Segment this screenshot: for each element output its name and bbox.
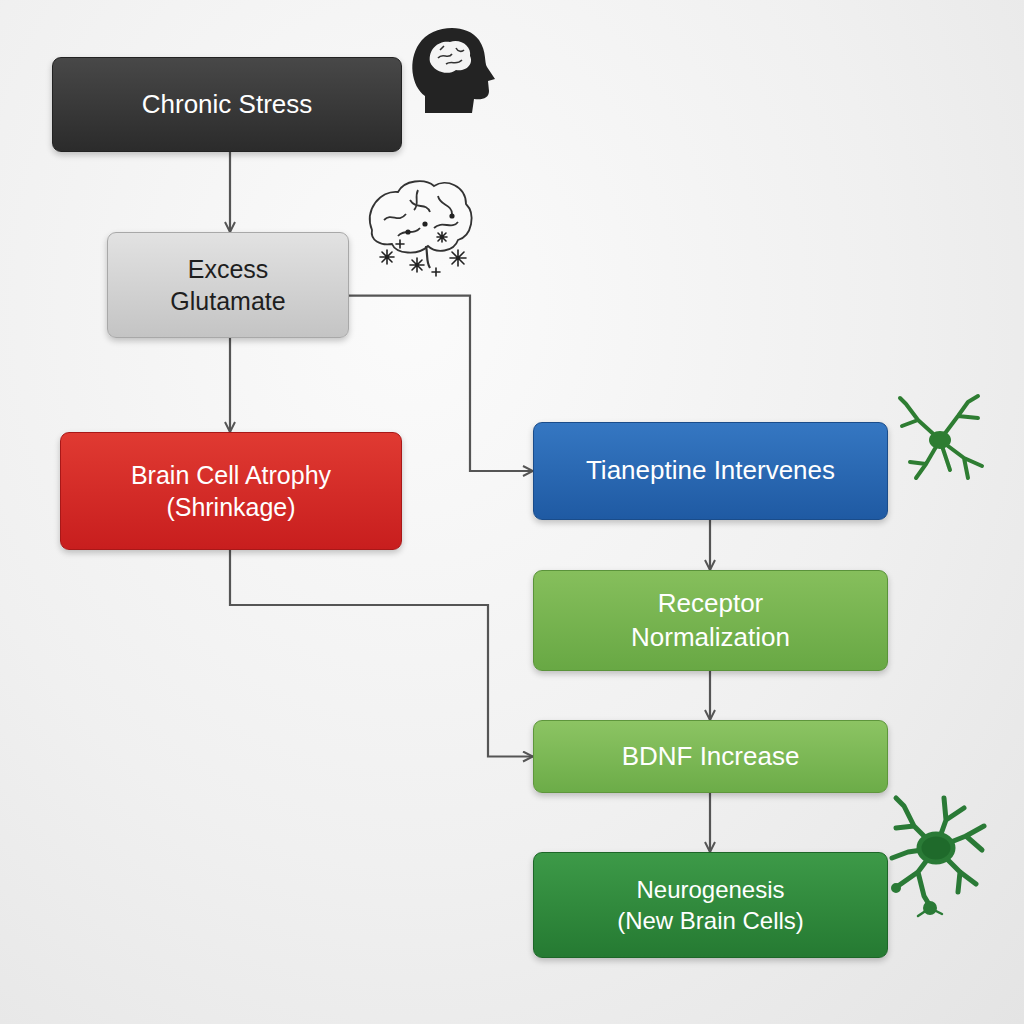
- node-label: Brain Cell Atrophy (Shrinkage): [101, 459, 361, 524]
- brain-icon: [370, 181, 472, 268]
- atrophy-box: Brain Cell Atrophy (Shrinkage): [60, 432, 402, 550]
- glutamate-box: Excess Glutamate: [107, 232, 349, 338]
- neuron-cluster-icon: [892, 798, 984, 916]
- flow-arrow: [709, 793, 711, 852]
- outcome-box: Neurogenesis (New Brain Cells): [533, 852, 888, 958]
- glutamate-particles: [380, 214, 466, 276]
- node-label: Receptor Normalization: [598, 587, 823, 655]
- node-label: Neurogenesis (New Brain Cells): [607, 874, 815, 936]
- flow-arrow: [709, 671, 711, 720]
- flow-arrow: [229, 152, 231, 232]
- process-box: Receptor Normalization: [533, 570, 888, 671]
- process-box: BDNF Increase: [533, 720, 888, 793]
- node-label: Tianeptine Intervenes: [586, 454, 835, 488]
- head-icon: [412, 28, 495, 113]
- flow-arrow: [230, 550, 533, 757]
- neuron-icon: [900, 396, 982, 478]
- node-label: BDNF Increase: [622, 740, 800, 774]
- flow-arrow: [709, 520, 711, 570]
- node-label: Excess Glutamate: [148, 253, 308, 318]
- flow-arrow: [229, 338, 231, 432]
- stress-box: Chronic Stress: [52, 57, 402, 152]
- intervention-box: Tianeptine Intervenes: [533, 422, 888, 520]
- node-label: Chronic Stress: [142, 88, 313, 122]
